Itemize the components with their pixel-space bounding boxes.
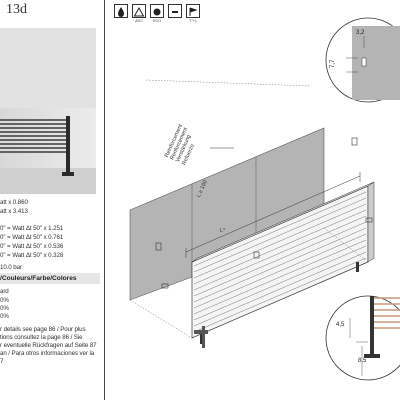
detail-circle-top bbox=[325, 17, 400, 103]
flag-icon bbox=[186, 4, 200, 18]
column-divider bbox=[104, 0, 105, 400]
note-line-2: tions consultez la page 86 / Sie bbox=[0, 334, 83, 341]
power-line-1: att x 0.860 bbox=[0, 199, 28, 206]
pressure-value: 10.0 bar bbox=[0, 264, 22, 271]
watt-line-4: 0" = Watt Δt 50" x 0.328 bbox=[0, 252, 64, 259]
color-line-2: 0% bbox=[0, 297, 9, 304]
technical-drawing bbox=[129, 17, 400, 381]
spec-column: 13d bbox=[0, 0, 100, 400]
acc-triangle-icon bbox=[132, 4, 146, 18]
color-line-1: ard bbox=[0, 288, 9, 295]
note-line-1: r details see page 86 / Pour plus bbox=[0, 326, 86, 333]
l-star-label: L* bbox=[220, 228, 226, 234]
minus-box-icon bbox=[168, 4, 182, 18]
color-line-4: 0% bbox=[0, 313, 9, 320]
detail-dim-8-5: 8,5 bbox=[358, 358, 367, 364]
model-number: 13d bbox=[6, 2, 27, 17]
note-line-4: an / Para otros informaciones ver la bbox=[0, 350, 95, 357]
radiator-photo-image bbox=[0, 28, 96, 194]
color-line-3: 0% bbox=[0, 305, 9, 312]
colors-header-band bbox=[0, 273, 100, 284]
detail-dim-4-5: 4,5 bbox=[336, 322, 345, 328]
detail-dim-7-7: 7,7 bbox=[330, 59, 336, 68]
note-line-5: 7 bbox=[0, 358, 4, 365]
eco-label: ECO bbox=[153, 19, 161, 23]
watt-line-2: 0" = Watt Δt 50" x 0.761 bbox=[0, 234, 64, 241]
water-drop-icon bbox=[114, 4, 128, 18]
eco-icon bbox=[150, 4, 164, 18]
detail-circle-bottom bbox=[325, 295, 400, 381]
power-line-2: att x 3.413 bbox=[0, 208, 28, 215]
note-line-3: r eventuelle Rückfragen auf Seite 87 bbox=[0, 342, 97, 349]
radiator-drawing bbox=[191, 181, 375, 344]
acc-label: ACC bbox=[135, 19, 143, 23]
flag-label: T°+1 bbox=[189, 19, 197, 23]
detail-dim-3-2: 3,2 bbox=[356, 30, 365, 36]
drawing-area: ACC ECO T°+1 bbox=[106, 0, 400, 400]
product-photo bbox=[0, 28, 96, 194]
watt-line-1: 0" = Watt Δt 50" x 1.251 bbox=[0, 225, 64, 232]
colors-title: /Couleurs/Farbe/Colores bbox=[0, 275, 77, 282]
watt-line-3: 0" = Watt Δt 50" x 0.536 bbox=[0, 243, 64, 250]
